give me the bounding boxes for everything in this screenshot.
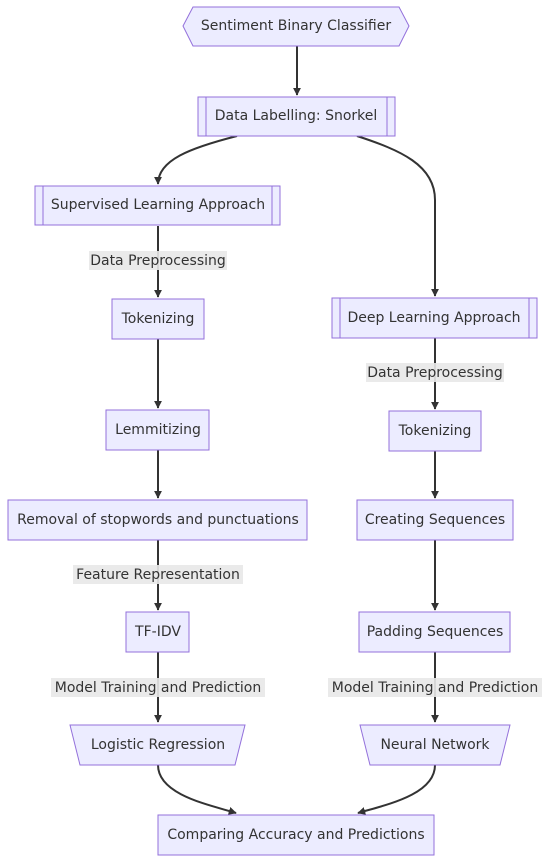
node-tokenizing-right-label: Tokenizing: [398, 423, 472, 439]
node-padding-sequences: Padding Sequences: [358, 611, 511, 653]
edge-labelling-to-deep: [356, 135, 439, 297]
node-labelling-label: Data Labelling: Snorkel: [215, 108, 378, 124]
node-neural-network: Neural Network: [359, 724, 511, 766]
node-stopwords: Removal of stopwords and punctuations: [7, 499, 308, 541]
node-root-label: Sentiment Binary Classifier: [201, 18, 391, 34]
node-deep: Deep Learning Approach: [331, 297, 538, 339]
edge-label-feature-representation: Feature Representation: [76, 567, 240, 583]
edge-nn-to-compare: [357, 764, 436, 815]
nodes: Sentiment Binary Classifier Data Labelli…: [7, 6, 538, 856]
edge-label-preprocessing-right: Data Preprocessing: [367, 365, 503, 381]
edge-logreg-to-compare: [157, 764, 237, 815]
node-creating-sequences-label: Creating Sequences: [365, 512, 505, 528]
node-comparing-label: Comparing Accuracy and Predictions: [167, 827, 424, 843]
node-labelling: Data Labelling: Snorkel: [197, 96, 396, 137]
node-tokenizing-right: Tokenizing: [388, 410, 482, 452]
node-tokenizing-left: Tokenizing: [111, 298, 205, 340]
node-logistic-regression: Logistic Regression: [69, 724, 246, 766]
node-comparing: Comparing Accuracy and Predictions: [157, 814, 435, 856]
node-lemmitizing-label: Lemmitizing: [115, 422, 201, 438]
edge-label-preprocessing-left: Data Preprocessing: [90, 253, 226, 269]
edge-label-training-right: Model Training and Prediction: [332, 680, 539, 696]
node-neural-network-label: Neural Network: [380, 737, 490, 753]
edge-label-training-left: Model Training and Prediction: [55, 680, 262, 696]
edge-labels: Data Preprocessing Data Preprocessing Fe…: [51, 251, 542, 697]
node-tokenizing-left-label: Tokenizing: [121, 311, 195, 327]
node-root: Sentiment Binary Classifier: [182, 6, 410, 47]
node-lemmitizing: Lemmitizing: [105, 409, 210, 451]
node-tfidf: TF-IDV: [125, 611, 190, 653]
edges: [154, 46, 439, 815]
node-supervised-label: Supervised Learning Approach: [51, 197, 265, 213]
node-padding-sequences-label: Padding Sequences: [367, 624, 504, 640]
node-logistic-regression-label: Logistic Regression: [91, 737, 225, 753]
node-creating-sequences: Creating Sequences: [356, 499, 514, 541]
node-deep-label: Deep Learning Approach: [347, 310, 520, 326]
node-tfidf-label: TF-IDV: [134, 624, 181, 640]
edge-labelling-to-supervised: [154, 135, 238, 185]
node-stopwords-label: Removal of stopwords and punctuations: [17, 512, 299, 528]
node-supervised: Supervised Learning Approach: [34, 185, 281, 226]
